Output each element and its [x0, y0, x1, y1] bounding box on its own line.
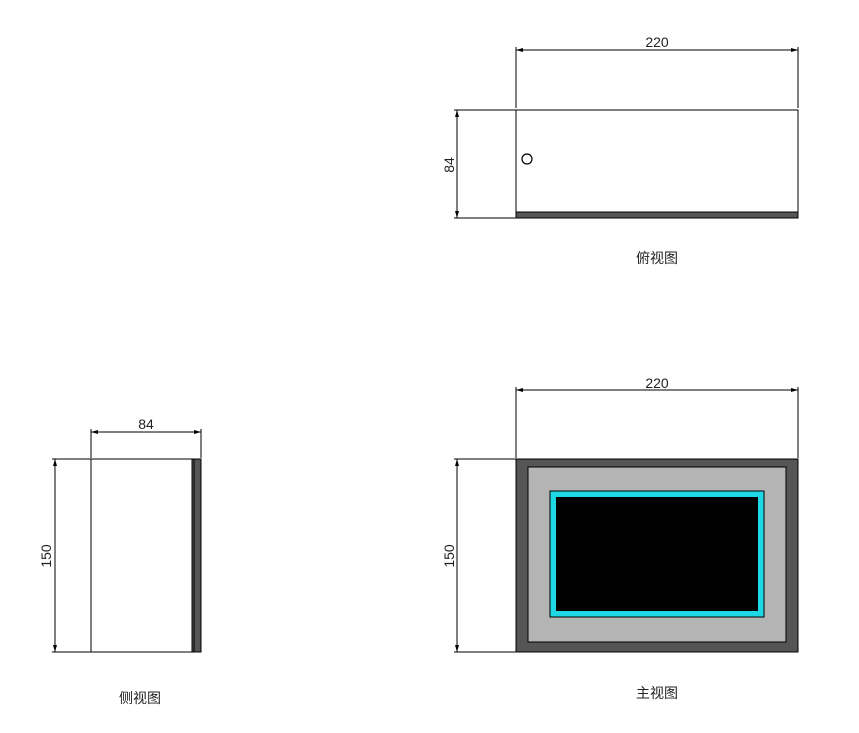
front-view-screen	[556, 497, 758, 611]
side-view-height-label: 150	[38, 544, 54, 568]
top-view-caption: 俯视图	[636, 251, 678, 267]
side-view-caption: 侧视图	[119, 691, 161, 707]
top-view: 220 84 俯视图	[441, 34, 799, 267]
top-view-body	[515, 109, 799, 213]
front-view-width-dimension: 220	[515, 375, 799, 458]
top-view-depth-label: 84	[441, 157, 457, 173]
front-view-height-label: 150	[441, 544, 457, 568]
front-view-height-dimension: 150	[441, 458, 516, 653]
side-view-body	[90, 458, 193, 653]
side-view-height-dimension: 150	[38, 458, 91, 653]
side-view-front-panel	[191, 458, 202, 653]
side-view: 84 150 侧视图	[38, 416, 202, 707]
top-view-width-dimension: 220	[515, 34, 799, 108]
top-view-front-panel	[515, 211, 799, 219]
front-view: 220 150 主视图	[441, 375, 799, 702]
side-view-width-label: 84	[138, 416, 154, 432]
top-view-depth-dimension: 84	[441, 109, 516, 219]
front-view-caption: 主视图	[636, 686, 678, 702]
front-view-width-label: 220	[645, 375, 669, 391]
top-view-hole	[521, 153, 533, 165]
side-view-width-dimension: 84	[90, 416, 202, 458]
top-view-width-label: 220	[645, 34, 669, 50]
